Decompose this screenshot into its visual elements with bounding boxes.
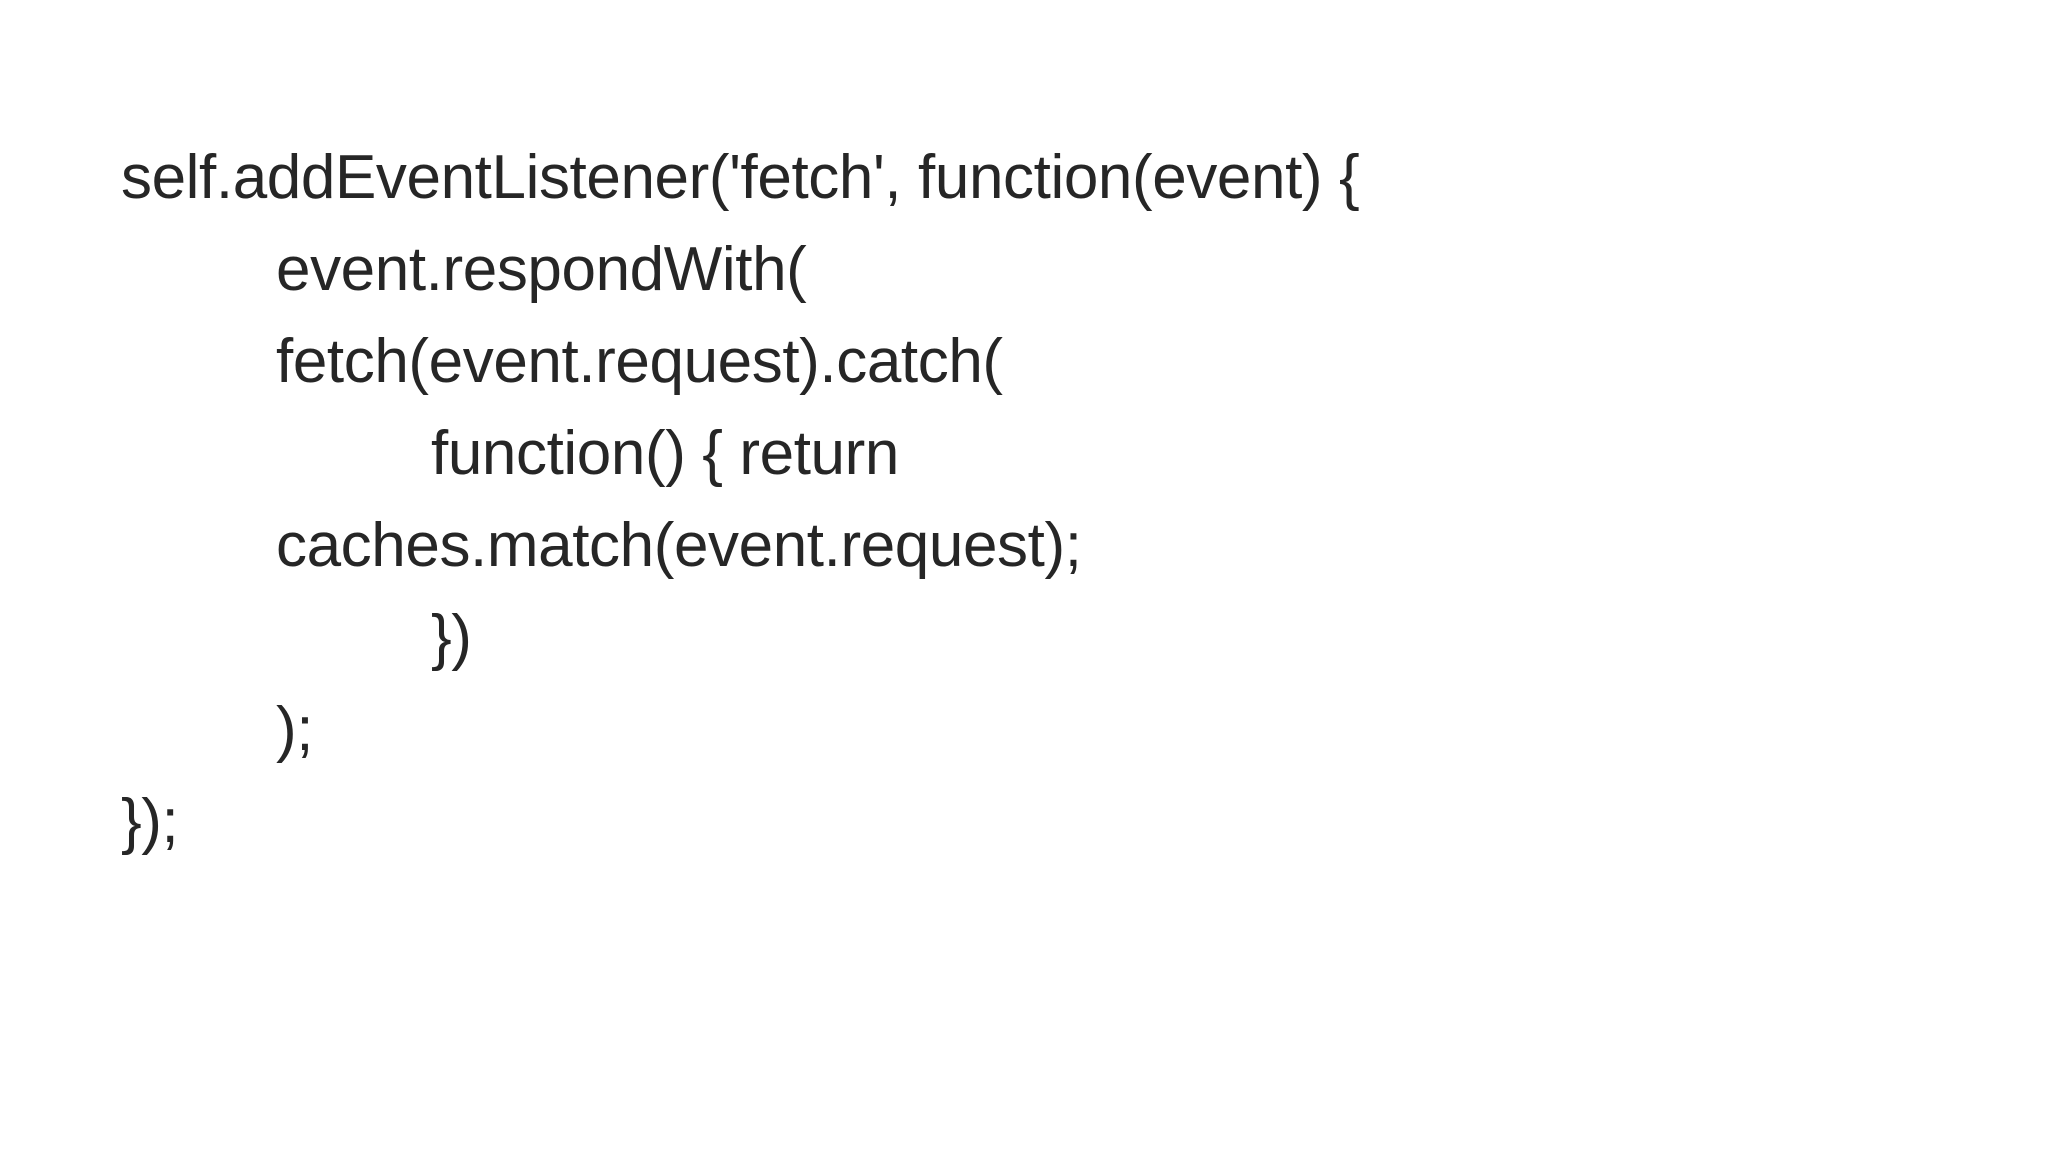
code-line-7: ); xyxy=(276,695,314,764)
code-snippet: self.addEventListener('fetch', function(… xyxy=(121,132,1360,868)
code-line-2: event.respondWith( xyxy=(276,235,807,304)
code-line-4: function() { return xyxy=(431,419,899,488)
code-line-5: caches.match(event.request); xyxy=(276,511,1082,580)
code-line-3: fetch(event.request).catch( xyxy=(276,327,1003,396)
code-line-8: }); xyxy=(121,787,179,856)
code-line-1: self.addEventListener('fetch', function(… xyxy=(121,143,1360,212)
code-line-6: }) xyxy=(431,603,472,672)
